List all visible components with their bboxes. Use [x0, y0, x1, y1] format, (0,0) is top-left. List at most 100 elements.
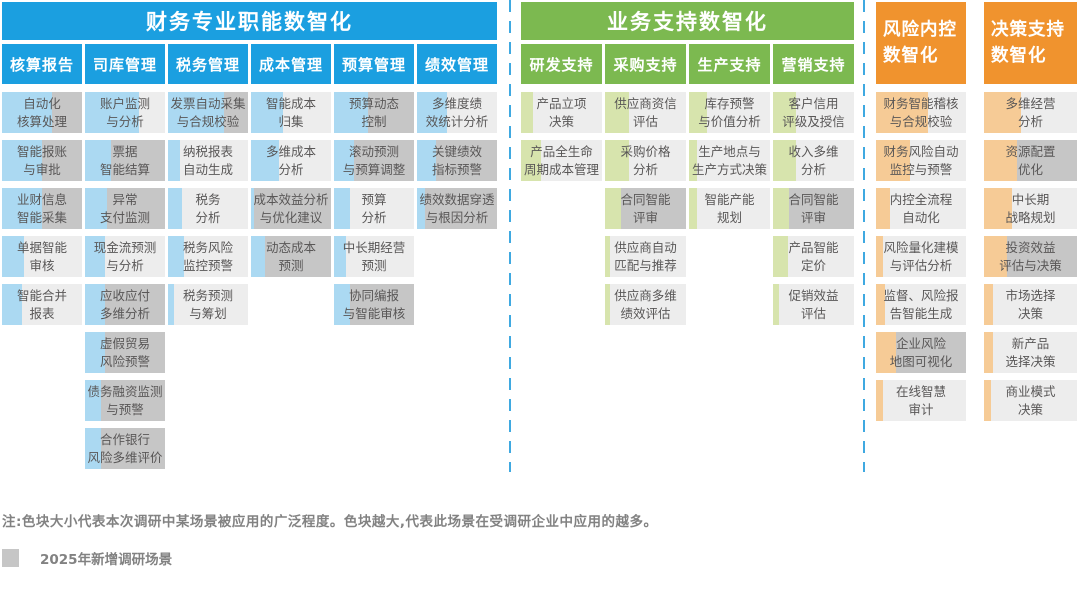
scenario-cell: 业财信息 智能采集 — [2, 188, 82, 229]
scenario-cell: 税务 分析 — [168, 188, 248, 229]
scenario-cell: 协同编报 与智能审核 — [334, 284, 414, 325]
coverage-bar — [85, 428, 101, 469]
scenario-cell: 动态成本 预测 — [251, 236, 331, 277]
scenario-label: 协同编报 与智能审核 — [342, 287, 406, 321]
scenario-label: 现金流预测 与分析 — [93, 239, 157, 273]
scenario-cell: 促销效益 评估 — [773, 284, 854, 325]
column-header: 司库管理 — [85, 44, 165, 84]
scenario-cell: 多维成本 分析 — [251, 140, 331, 181]
coverage-bar — [689, 188, 698, 229]
scenario-label: 商业模式 决策 — [1005, 383, 1056, 417]
scenario-label: 内控全流程 自动化 — [889, 191, 953, 225]
column-header: 成本管理 — [251, 44, 331, 84]
scenario-label: 税务风险 监控预警 — [182, 239, 233, 273]
scenario-cell: 风险量化建模 与评估分析 — [876, 236, 966, 277]
coverage-bar — [334, 236, 346, 277]
scenario-label: 新产品 选择决策 — [1005, 335, 1056, 369]
scenario-cell: 产品智能 定价 — [773, 236, 854, 277]
coverage-bar — [605, 284, 610, 325]
coverage-bar — [876, 332, 896, 373]
coverage-bar — [85, 284, 105, 325]
coverage-bar — [876, 188, 890, 229]
coverage-bar — [876, 140, 911, 181]
scenario-label: 票据 智能结算 — [99, 143, 150, 177]
scenario-cell: 预算 分析 — [334, 188, 414, 229]
coverage-bar — [2, 236, 25, 277]
coverage-bar — [521, 140, 542, 181]
scenario-cell: 资源配置 优化 — [984, 140, 1077, 181]
coverage-bar — [773, 140, 796, 181]
coverage-bar — [984, 236, 1008, 277]
column-header: 税务管理 — [168, 44, 248, 84]
scenario-cell: 产品全生命 周期成本管理 — [521, 140, 602, 181]
scenario-cell: 中长期 战略规划 — [984, 188, 1077, 229]
column: 多维经营 分析资源配置 优化中长期 战略规划投资效益 评估与决策市场选择 决策新… — [984, 85, 1077, 421]
coverage-bar — [984, 140, 1017, 181]
scenario-cell: 生产地点与 生产方式决策 — [689, 140, 770, 181]
scenario-cell: 合同智能 评审 — [773, 188, 854, 229]
coverage-bar — [605, 92, 630, 133]
scenario-cell: 商业模式 决策 — [984, 380, 1077, 421]
coverage-bar — [168, 140, 180, 181]
scenario-cell: 产品立项 决策 — [521, 92, 602, 133]
scenario-label: 债务融资监测 与预警 — [87, 383, 163, 417]
column: 成本管理智能成本 归集多维成本 分析成本效益分析 与优化建议动态成本 预测 — [251, 44, 331, 469]
scenario-label: 采购价格 分析 — [620, 143, 671, 177]
coverage-bar — [85, 236, 105, 277]
section-title: 风险内控 数智化 — [876, 2, 966, 84]
scenario-label: 预算 分析 — [361, 191, 387, 225]
coverage-bar — [689, 92, 707, 133]
coverage-bar — [85, 332, 105, 373]
scenario-cell: 成本效益分析 与优化建议 — [251, 188, 331, 229]
coverage-bar — [605, 236, 610, 277]
scenario-label: 合同智能 评审 — [620, 191, 671, 225]
scenario-label: 预算动态 控制 — [348, 95, 399, 129]
column: 生产支持库存预警 与价值分析生产地点与 生产方式决策智能产能 规划 — [689, 44, 770, 325]
section-title: 财务专业职能数智化 — [2, 2, 497, 40]
scenario-label: 发票自动采集 与合规校验 — [170, 95, 246, 129]
scenario-cell: 税务风险 监控预警 — [168, 236, 248, 277]
scenario-label: 应收应付 多维分析 — [99, 287, 150, 321]
scenario-cell: 财务智能稽核 与合规校验 — [876, 92, 966, 133]
scenario-cell: 虚假贸易 风险预警 — [85, 332, 165, 373]
scenario-label: 中长期经营 预测 — [342, 239, 406, 273]
column: 采购支持供应商资信 评估采购价格 分析合同智能 评审供应商自动 匹配与推荐供应商… — [605, 44, 686, 325]
column-header: 预算管理 — [334, 44, 414, 84]
scenario-label: 促销效益 评估 — [788, 287, 839, 321]
columns-row: 研发支持产品立项 决策产品全生命 周期成本管理采购支持供应商资信 评估采购价格 … — [521, 44, 854, 325]
section-decision: 决策支持 数智化多维经营 分析资源配置 优化中长期 战略规划投资效益 评估与决策… — [984, 2, 1077, 421]
scenario-cell: 智能成本 归集 — [251, 92, 331, 133]
section-title: 业务支持数智化 — [521, 2, 854, 40]
scenario-cell: 投资效益 评估与决策 — [984, 236, 1077, 277]
scenario-cell: 自动化 核算处理 — [2, 92, 82, 133]
coverage-bar — [2, 140, 42, 181]
coverage-bar — [876, 380, 884, 421]
footnote: 注:色块大小代表本次调研中某场景被应用的广泛程度。色块越大,代表此场景在受调研企… — [2, 514, 658, 530]
scenario-label: 产品全生命 周期成本管理 — [523, 143, 599, 177]
scenario-label: 业财信息 智能采集 — [16, 191, 67, 225]
column: 核算报告自动化 核算处理智能报账 与审批业财信息 智能采集单据智能 审核智能合并… — [2, 44, 82, 469]
scenario-cell: 关键绩效 指标预警 — [417, 140, 497, 181]
scenario-label: 风险量化建模 与评估分析 — [883, 239, 959, 273]
scenario-label: 智能产能 规划 — [704, 191, 755, 225]
scenario-label: 多维经营 分析 — [1005, 95, 1056, 129]
scenario-label: 企业风险 地图可视化 — [889, 335, 953, 369]
coverage-bar — [417, 188, 425, 229]
coverage-bar — [251, 188, 255, 229]
scenario-cell: 企业风险 地图可视化 — [876, 332, 966, 373]
scenario-label: 中长期 战略规划 — [1005, 191, 1056, 225]
scenario-cell: 合作银行 风险多维评价 — [85, 428, 165, 469]
section-divider-line — [509, 0, 511, 472]
scenario-label: 关键绩效 指标预警 — [431, 143, 482, 177]
scenario-label: 监督、风险报 告智能生成 — [883, 287, 959, 321]
scenario-label: 税务 分析 — [195, 191, 221, 225]
coverage-bar — [85, 140, 111, 181]
coverage-bar — [984, 380, 992, 421]
scenario-label: 账户监测 与分析 — [99, 95, 150, 129]
scenario-label: 智能成本 归集 — [265, 95, 316, 129]
scenario-label: 财务风险自动 监控与预警 — [883, 143, 959, 177]
column: 预算管理预算动态 控制滚动预测 与预算调整预算 分析中长期经营 预测协同编报 与… — [334, 44, 414, 469]
scenario-cell: 内控全流程 自动化 — [876, 188, 966, 229]
scenario-label: 在线智慧 审计 — [895, 383, 946, 417]
columns-row: 财务智能稽核 与合规校验财务风险自动 监控与预警内控全流程 自动化风险量化建模 … — [876, 85, 966, 421]
